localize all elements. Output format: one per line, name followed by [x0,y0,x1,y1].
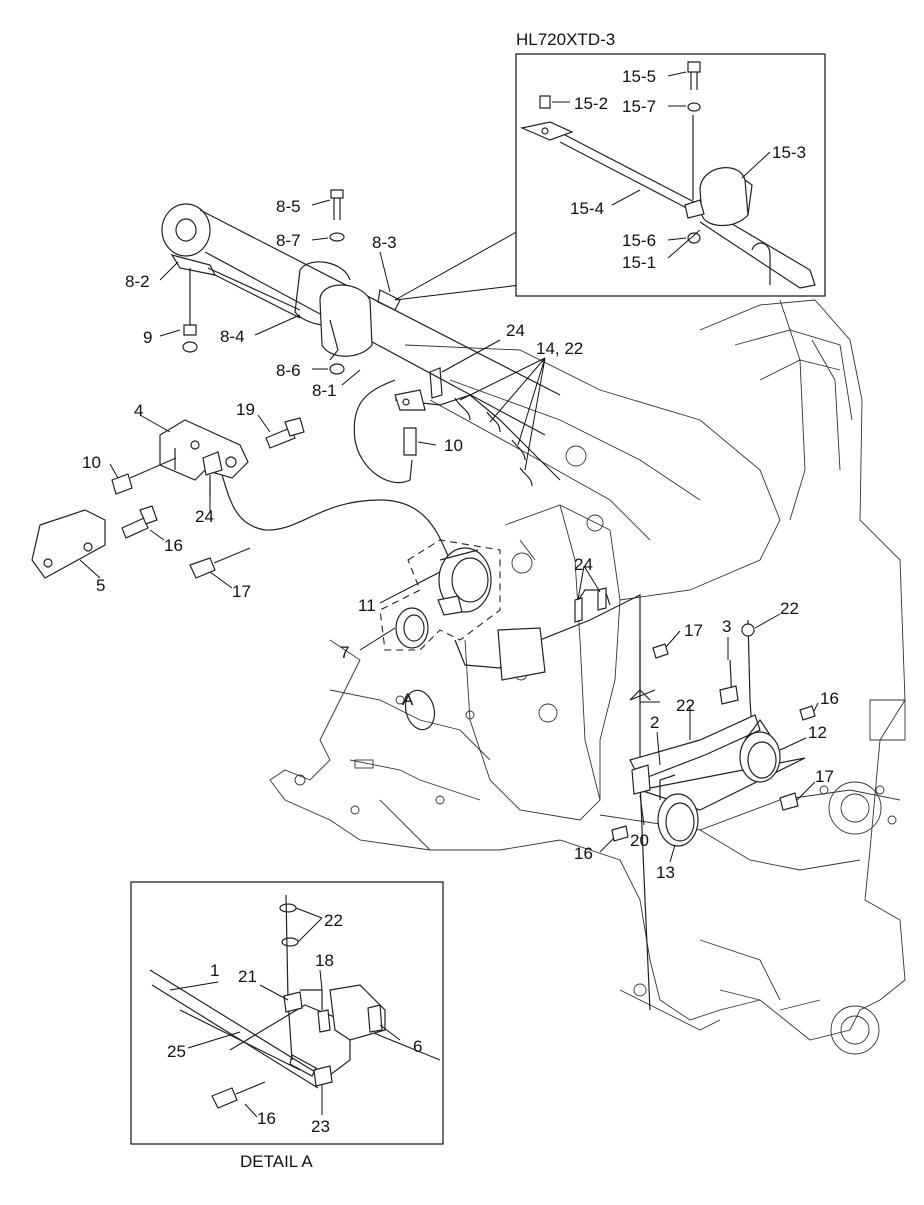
callout-8-7: 8-7 [276,231,301,250]
callout-7: 7 [340,643,349,662]
bolt-17-left [189,547,251,579]
callout-8-6: 8-6 [276,361,301,380]
washer-8-7 [329,232,345,242]
plate-5 [31,509,106,579]
callout-15-2: 15-2 [574,94,608,113]
right-harness [574,587,806,1011]
callouts: 15-5 15-2 15-7 15-3 15-4 15-6 15-1 8-5 8… [82,67,839,1136]
view-marker-label: A [402,690,414,709]
detail-caption: DETAIL A [240,1152,313,1171]
callout-3: 3 [722,617,731,636]
nut-8-6 [329,363,345,375]
callout-14-22: 14, 22 [536,339,583,358]
callout-22-mid: 22 [676,696,695,715]
callout-8-4: 8-4 [220,327,245,346]
callout-21: 21 [238,967,257,986]
callout-8-1: 8-1 [312,381,337,400]
horn-12 [739,718,781,783]
callout-24-mid: 24 [574,555,593,574]
sensor-10 [111,457,177,495]
callout-8-5: 8-5 [276,197,301,216]
horn-pipe [454,594,641,700]
inset-panel: HL720XTD-3 [515,30,826,297]
cable-left [221,474,451,561]
callout-25: 25 [167,1042,186,1061]
callout-16-right: 16 [820,689,839,708]
callout-15-5: 15-5 [622,67,656,86]
small-bolts-right [611,643,816,842]
bolt-9 [182,324,198,353]
callout-9: 9 [143,328,152,347]
callout-15-7: 15-7 [622,97,656,116]
callout-23: 23 [311,1117,330,1136]
callout-2: 2 [650,713,659,732]
callout-15-4: 15-4 [570,199,604,218]
callout-13: 13 [656,863,675,882]
horn-11 [437,547,492,616]
cylinder-clamp-8-3 [319,284,401,361]
callout-24-upper: 24 [506,321,525,340]
bolt-8-5 [330,189,344,220]
callout-6: 6 [413,1037,422,1056]
callout-15-3: 15-3 [772,143,806,162]
callout-22-detail: 22 [324,911,343,930]
group-outline-11-7 [379,539,501,651]
callout-16-left: 16 [164,536,183,555]
callout-17-right: 17 [815,767,834,786]
callout-16-bottom: 16 [574,844,593,863]
cylinder-assembly [161,203,561,436]
detail-panel: DETAIL A [130,881,444,1171]
callout-5: 5 [96,576,105,595]
callout-4: 4 [134,401,143,420]
clamp-7 [395,607,429,649]
bracket-20 [631,764,651,795]
callout-20: 20 [630,831,649,850]
callout-10-left: 10 [82,453,101,472]
horn-mount-plate [497,627,546,681]
callout-22-upper-right: 22 [780,599,799,618]
callout-12: 12 [808,723,827,742]
callout-15-1: 15-1 [622,253,656,272]
inset-leader [394,229,521,301]
callout-17-left: 17 [232,582,251,601]
callout-16-detail: 16 [257,1109,276,1128]
callout-10-right: 10 [444,436,463,455]
callout-8-3: 8-3 [372,233,397,252]
bolt-16-left [121,505,158,539]
callout-11: 11 [358,596,376,615]
callout-1: 1 [210,961,219,980]
callout-18: 18 [315,951,334,970]
callout-8-2: 8-2 [125,272,150,291]
leader-lines [79,71,819,1118]
callout-15-6: 15-6 [622,231,656,250]
callout-24-left: 24 [195,507,214,526]
sensor-harness-upper [353,367,561,487]
inset-title: HL720XTD-3 [516,30,615,49]
callout-19: 19 [236,400,255,419]
callout-17-mid: 17 [684,621,703,640]
horn-13 [657,774,699,847]
bolt-19 [265,417,305,449]
bracket-4 [159,419,249,481]
view-marker-a: A [402,689,436,731]
